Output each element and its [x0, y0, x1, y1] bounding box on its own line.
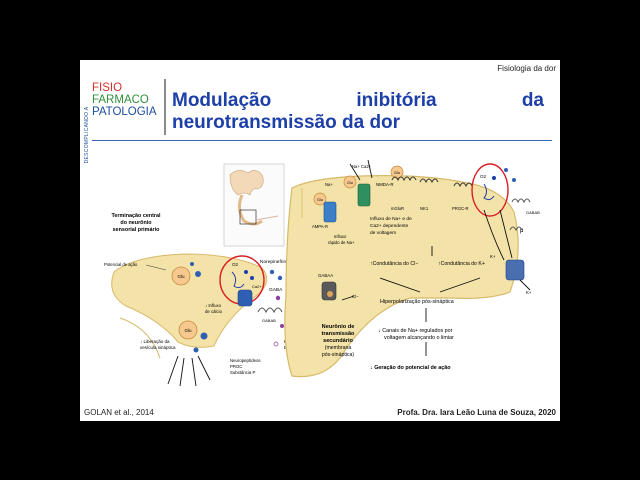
- k-label-2: K+: [526, 290, 532, 295]
- right-figure: Na+ Ca2+ Na+ Glu Glu Glu NMDA-R AMPA-R m…: [284, 159, 540, 378]
- influxo-rapido-2: rápido de Na+: [328, 240, 355, 245]
- svg-text:Glu: Glu: [394, 171, 400, 175]
- red-highlight-right: [471, 163, 509, 217]
- title-line-2: neurotransmissão da dor: [172, 112, 401, 133]
- neuronio-label-2: transmissão: [322, 331, 356, 337]
- glu-vesicle: [171, 266, 191, 286]
- glu-ball-2: [313, 192, 327, 206]
- ca-label-left: Ca2+: [252, 284, 262, 289]
- logo-divider: [164, 79, 166, 135]
- influxo-rapido-1: Influxo: [334, 234, 347, 239]
- gaba-a-receptor: [321, 281, 337, 301]
- ampa-label: AMPA-R: [312, 224, 328, 229]
- na-ca-label: Na+ Ca2+: [352, 164, 372, 169]
- term-label-1: Terminação central: [111, 213, 161, 219]
- svg-text:Glu: Glu: [317, 198, 323, 202]
- nmda-receptor: [357, 183, 371, 207]
- neuronio-label-5: pós-sináptica): [322, 352, 355, 358]
- neuro-label-1: Neuropeptídeos: [230, 358, 261, 363]
- geracao-label: ↓ Geração do potencial de ação: [370, 365, 451, 371]
- term-label-2: do neurônio: [120, 220, 152, 226]
- o2-label-left: O2: [232, 262, 239, 267]
- influxo-label-1: ↓ Influxo: [205, 303, 222, 308]
- svg-text:Glu: Glu: [184, 328, 192, 333]
- influxo-na-3: de voltagem: [370, 230, 396, 236]
- gabab-label-right: GABAB: [526, 210, 540, 215]
- condutancia-cl: ↑Condutância do Cl−: [370, 261, 418, 267]
- glu-ball-1: [343, 175, 357, 189]
- nk1-label: NK1: [420, 206, 429, 211]
- term-label-3: sensorial primário: [113, 227, 160, 233]
- svg-text:Glu: Glu: [347, 181, 353, 185]
- canais-label-1: ↓ Canais de Na+ regulados por: [378, 328, 453, 334]
- glu-label: Glu: [177, 274, 185, 279]
- prgc-label: PRGC-R: [452, 206, 469, 211]
- neuronio-label-4: (membrana: [325, 345, 352, 351]
- glu-vesicle-2: [178, 320, 198, 340]
- left-figure: Terminação central do neurônio sensorial…: [104, 163, 306, 387]
- presynaptic-terminal: [111, 253, 268, 348]
- gabab-label-left: GABAB: [262, 318, 276, 323]
- title-word-2: inibitória: [356, 90, 437, 111]
- page-title: Modulação inibitória da neurotransmissão…: [172, 90, 544, 134]
- k-channel: [505, 259, 525, 281]
- canais-label-2: voltagem alcançando o limiar: [384, 335, 454, 341]
- prgc-receptor: [453, 182, 473, 188]
- norepinefrina-label: Norepinefrina: [260, 259, 289, 265]
- title-word-3: da: [521, 90, 544, 111]
- spinal-cord-inset: [223, 163, 285, 247]
- potencial-label: Potencial de ação: [104, 262, 138, 267]
- nmda-label: NMDA-R: [376, 182, 394, 187]
- logo-line-1: FISIO: [92, 82, 123, 94]
- logo-line-2: FARMACO: [92, 94, 149, 106]
- neuronio-label-3: secundário: [323, 338, 353, 344]
- gaba-a-label: GABAA: [318, 273, 333, 278]
- author-credit: Profa. Dra. Iara Leão Luna de Souza, 202…: [397, 408, 556, 417]
- neuro-label-3: Substância P: [230, 370, 255, 375]
- liberacao-label-2: vesícula sináptica: [140, 345, 176, 350]
- liberacao-label-1: ↓ Liberação da: [140, 339, 170, 344]
- title-word-1: Modulação: [172, 90, 272, 111]
- na-label: Na+: [325, 182, 333, 187]
- logo-line-3: PATOLOGIA: [92, 106, 157, 118]
- nk1-receptor: [419, 178, 439, 184]
- neuro-label-2: PRGC: [230, 364, 242, 369]
- citation: GOLAN et al., 2014: [84, 408, 154, 417]
- slide: Fisiologia da dor DESCOMPLICANDO A FISIO…: [80, 60, 560, 421]
- influxo-label-2: de cálcio: [205, 309, 223, 314]
- mglur-receptor: [391, 176, 417, 182]
- title-rule: [92, 140, 552, 141]
- neuronio-label-1: Neurônio de: [322, 324, 355, 330]
- o2-label-right: O2: [480, 174, 487, 179]
- logo: FISIO FARMACO PATOLOGIA: [92, 82, 157, 118]
- condutancia-k: ↑Condutância do K+: [438, 261, 485, 267]
- section-header: Fisiologia da dor: [497, 64, 556, 73]
- gaba-label: GABA: [269, 287, 283, 293]
- k-label: K+: [490, 254, 496, 259]
- ampa-receptor: [323, 201, 337, 223]
- hiperpolarizacao: Hiperpolarização pós-sináptica: [380, 299, 454, 305]
- postsynaptic-cell: [284, 175, 519, 378]
- cl-label: Cl−: [352, 294, 359, 299]
- mglur-label: mGluR: [391, 206, 404, 211]
- influxo-na-1: Influxo de Na+ e de: [370, 216, 412, 222]
- mu-label: μ: [520, 228, 524, 234]
- influxo-na-2: Ca2+ dependente: [370, 223, 409, 229]
- calcium-channel: [237, 289, 253, 307]
